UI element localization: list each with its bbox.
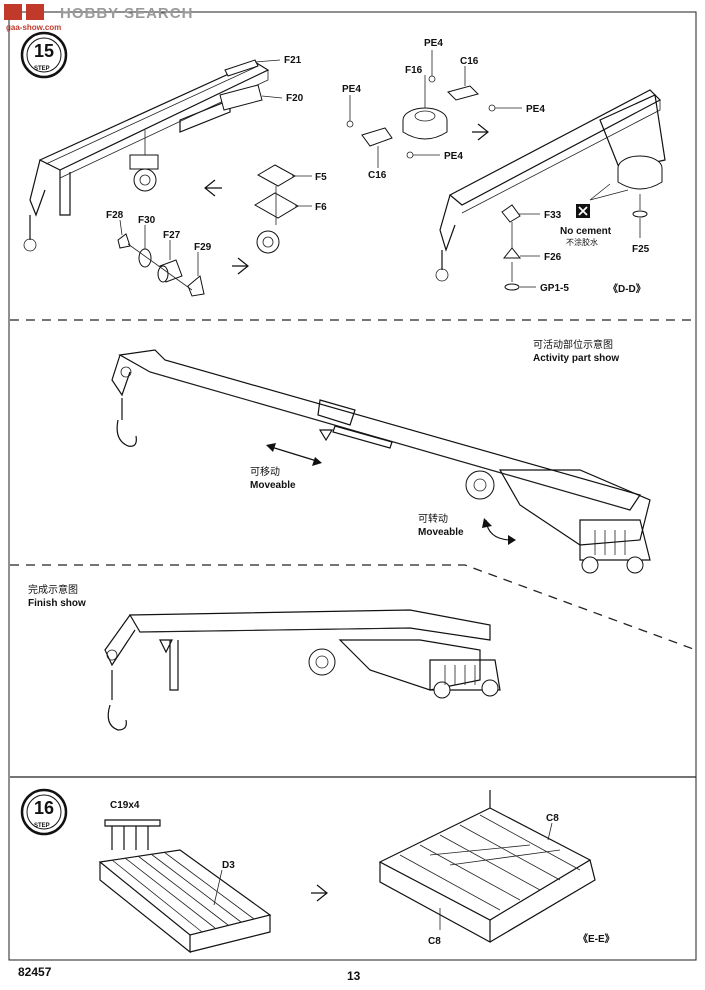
moveable2-zh: 可转动 — [418, 512, 448, 525]
watermark: HOBBY SEARCH gaa-show.com — [4, 4, 193, 32]
turntable-subassembly: F16 PE4 C16 PE4 PE4 C16 PE4 — [342, 38, 545, 181]
label-f33: F33 — [544, 210, 562, 221]
label-c16-bottom: C16 — [368, 170, 387, 181]
label-f21: F21 — [284, 55, 302, 66]
crane-finished-drawing — [104, 609, 501, 731]
label-pe4-right: PE4 — [526, 104, 545, 115]
view-ref-dd: 《D-D》 — [608, 282, 646, 295]
rack-d3: D3 — [98, 849, 272, 954]
label-f28: F28 — [106, 210, 124, 221]
no-cement-note: No cement 不涂胶水 — [560, 183, 629, 247]
label-c8-top: C8 — [546, 813, 559, 824]
watermark-brand: HOBBY SEARCH — [60, 5, 193, 22]
dashed-divider-2 — [10, 564, 697, 651]
step16-badge: 16 STEP — [20, 788, 68, 836]
page-border — [8, 11, 697, 961]
label-f5: F5 — [315, 172, 327, 183]
activity-title-zh: 可活动部位示意图 — [533, 338, 613, 351]
label-d3: D3 — [222, 860, 235, 871]
arrow-icon-2 — [232, 257, 249, 275]
part-f20: F20 — [219, 84, 304, 111]
label-pe4-bottom: PE4 — [444, 151, 463, 162]
crane-boom-left — [23, 61, 270, 252]
part-f21: F21 — [224, 55, 302, 77]
moveable1-zh: 可移动 — [250, 465, 280, 478]
arrow-icon — [204, 179, 222, 197]
parts-f33-gp1: F33 F26 GP1-5 — [501, 204, 569, 294]
label-f30: F30 — [138, 215, 156, 226]
step15-word: STEP — [34, 66, 50, 72]
label-f26: F26 — [544, 252, 562, 263]
moveable1-en: Moveable — [250, 480, 296, 491]
watermark-logo-icon — [4, 4, 22, 20]
crane-activity-drawing — [111, 349, 651, 574]
label-c8-bottom: C8 — [428, 936, 441, 947]
label-c16-top: C16 — [460, 56, 479, 67]
label-f20: F20 — [286, 93, 304, 104]
label-pe4-top: PE4 — [424, 38, 443, 49]
label-f6: F6 — [315, 202, 327, 213]
model-number: 82457 — [18, 965, 52, 979]
finish-title-zh: 完成示意图 — [28, 583, 78, 596]
arrow-icon-4 — [311, 884, 328, 902]
parts-f28-f29: F28 F30 F27 F29 — [106, 210, 212, 297]
label-f29: F29 — [194, 242, 212, 253]
label-f27: F27 — [163, 230, 181, 241]
label-gp1-5: GP1-5 — [540, 283, 569, 294]
finish-title-en: Finish show — [28, 598, 86, 609]
parts-f5-f6: F5 F6 — [254, 164, 327, 254]
step15-number: 15 — [34, 41, 54, 61]
moveable-arrow-1 — [266, 443, 322, 466]
crane-boom-right: F25 — [435, 89, 666, 282]
no-cement-en: No cement — [560, 226, 612, 237]
label-f16: F16 — [405, 65, 423, 76]
arrow-icon-3 — [472, 123, 489, 141]
watermark-logo-icon-2 — [26, 4, 44, 20]
label-c19: C19x4 — [110, 800, 140, 811]
parts-c19: C19x4 — [104, 800, 161, 850]
no-cement-zh: 不涂胶水 — [566, 237, 598, 247]
rack-assembled: C8 C8 — [378, 790, 596, 947]
activity-title-en: Activity part show — [533, 353, 619, 364]
wheel-bracket-left — [129, 130, 159, 192]
view-ref-ee: 《E-E》 — [578, 932, 615, 945]
rotate-arrow — [482, 518, 516, 545]
page-number: 13 — [347, 969, 361, 983]
moveable2-en: Moveable — [418, 527, 464, 538]
watermark-site: gaa-show.com — [6, 23, 61, 32]
step16-word: STEP — [34, 823, 50, 829]
step15-badge: 15 STEP — [20, 31, 68, 79]
step16-number: 16 — [34, 798, 54, 818]
label-f25: F25 — [632, 244, 650, 255]
label-pe4-left: PE4 — [342, 84, 361, 95]
